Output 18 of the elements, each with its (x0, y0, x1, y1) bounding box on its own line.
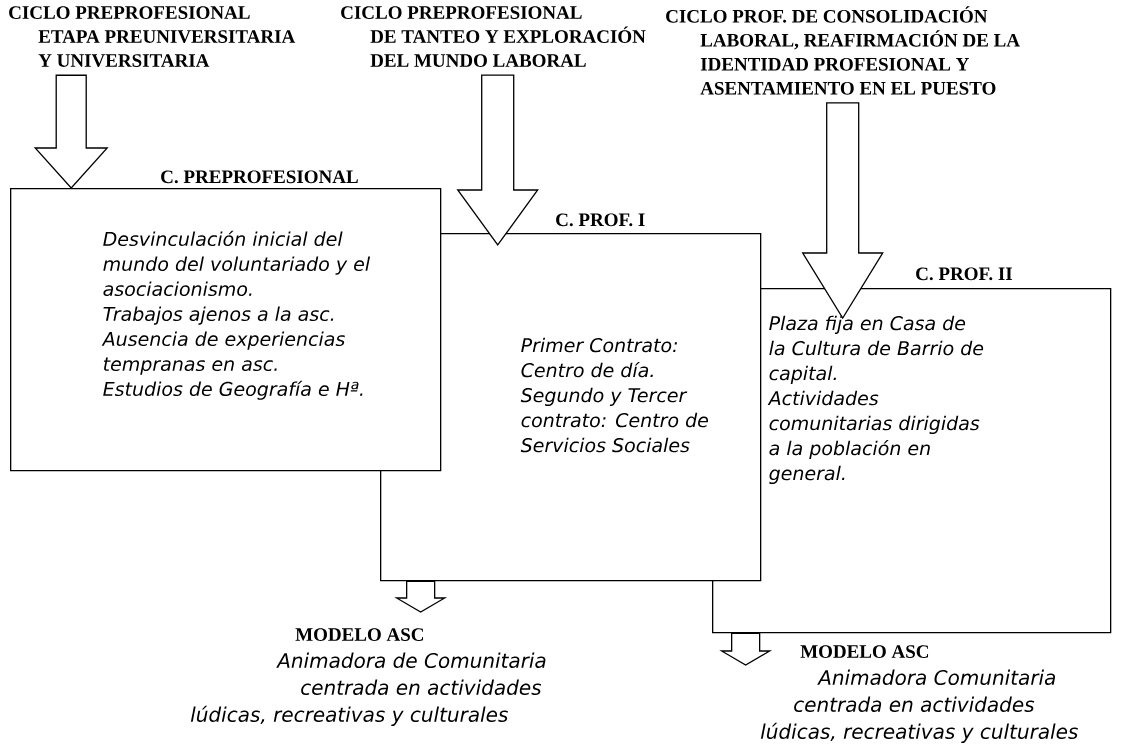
box-heading: C. PROF. II (916, 267, 1013, 281)
model-text: MODELO ASC Animadora Comunitaria centrada en actividades lúdicas, recreativas y culturales (760, 645, 1078, 743)
stage-box: Desvinculación inicial del mundo del voluntariado y el asociacionismo. Trabajos ajenos a la asc. Ausencia de experiencias tempranas en asc. Estudios de Geografía e Hª. (10, 188, 442, 472)
box-heading: C. PROF. I (556, 213, 645, 227)
model-text: MODELO ASC Animadora de Comunitaria centrada en actividades lúdicas, recreativas y culturales (190, 628, 546, 726)
block-arrow (394, 580, 448, 613)
heading-text: CICLO PREPROFESIONAL DE TANTEO Y EXPLORACIÓN DEL MUNDO LABORAL (341, 6, 646, 67)
block-arrow (719, 632, 773, 666)
node-label: Trabajos ajenos a la asc. (103, 306, 334, 325)
heading-text: CICLO PROF. DE CONSOLIDACIÓN LABORAL, REAFIRMACIÓN DE LA IDENTIDAD PROFESIONAL Y ASENTAMIENTO EN EL PUESTO (666, 6, 1020, 95)
block-arrow (801, 102, 884, 320)
node-label: Ausencia de experiencias tempranas en asc. (101, 331, 345, 375)
heading-text: CICLO PREPROFESIONAL ETAPA PREUNIVERSITARIA Y UNIVERSITARIA (9, 6, 296, 68)
box-heading: C. PREPROFESIONAL (161, 170, 358, 184)
block-arrow (33, 74, 109, 189)
node-label: Estudios de Geografía e Hª. (103, 380, 363, 400)
block-arrow (456, 74, 539, 247)
node-label: Desvinculación inicial del mundo del voluntariado y el asociacionismo. (103, 230, 371, 297)
